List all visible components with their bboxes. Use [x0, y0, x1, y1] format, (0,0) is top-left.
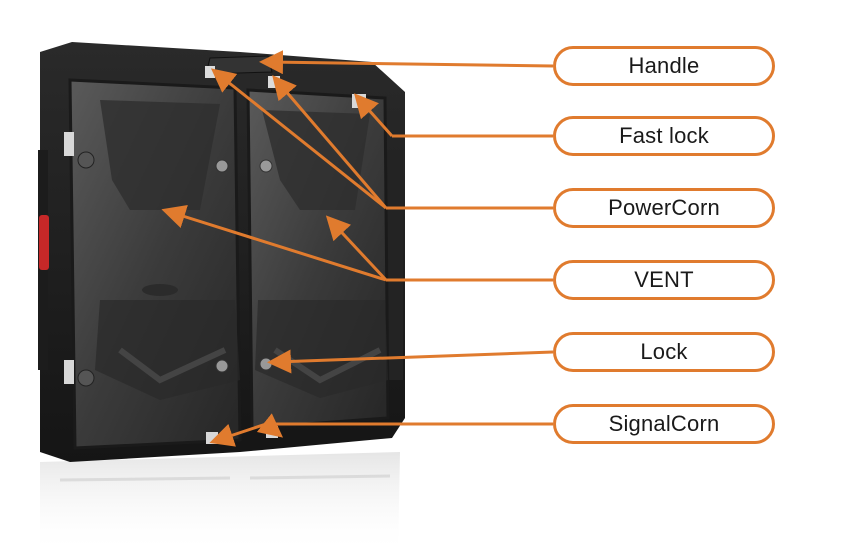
leader-lines [161, 50, 554, 447]
leader-vent-branch-a [161, 205, 387, 282]
label-powercorn: PowerCorn [553, 188, 775, 228]
leader-powercorn-branch-b [272, 75, 388, 209]
leader-fast-lock-branch [354, 93, 394, 137]
label-handle: Handle [553, 46, 775, 86]
label-fast-lock-text: Fast lock [619, 123, 709, 148]
label-handle-text: Handle [628, 53, 700, 78]
leader-lock [267, 349, 554, 374]
label-signalcorn: SignalCorn [553, 404, 775, 444]
left-module-panel [68, 78, 242, 450]
label-lock: Lock [553, 332, 775, 372]
label-powercorn-text: PowerCorn [608, 195, 720, 220]
cabinet-reflection [40, 452, 400, 555]
label-lock-text: Lock [640, 339, 688, 364]
power-switch-red [39, 215, 49, 270]
leader-powercorn-branch-a [210, 68, 387, 210]
leader-vent-branch-b [325, 215, 388, 282]
leader-signalcorn-branch-b [256, 413, 284, 438]
label-signalcorn-text: SignalCorn [608, 411, 720, 436]
label-vent-text: VENT [634, 267, 694, 292]
leader-handle [259, 50, 554, 75]
label-vent: VENT [553, 260, 775, 300]
label-fast-lock: Fast lock [553, 116, 775, 156]
